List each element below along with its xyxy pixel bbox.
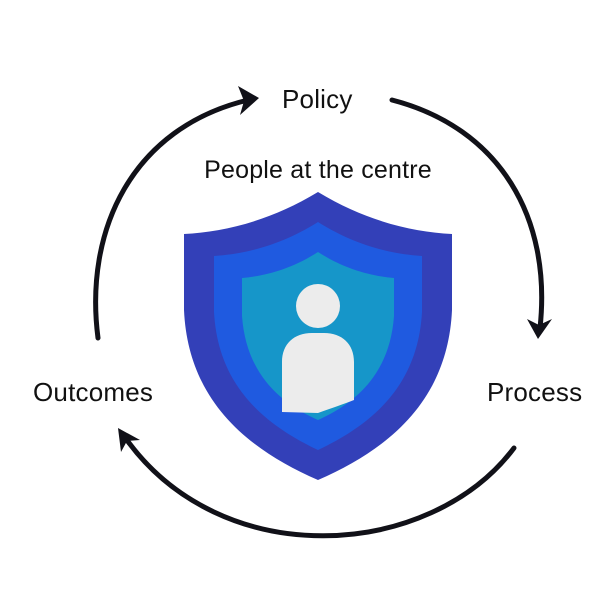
arrow-outcomes-to-policy [93, 97, 251, 341]
arrowhead-policy [238, 86, 259, 115]
arrow-process-to-outcomes [121, 433, 517, 539]
person-head [296, 284, 340, 328]
arrow-policy-to-process [389, 97, 545, 331]
arrowhead-process [527, 319, 552, 339]
outcomes-label: Outcomes [33, 377, 154, 407]
arrowhead-outcomes [118, 428, 140, 452]
person-body [282, 333, 354, 413]
center-caption: People at the centre [204, 156, 432, 184]
shield-icon [184, 192, 452, 480]
person-icon [282, 284, 354, 413]
policy-label: Policy [282, 84, 353, 114]
process-label: Process [487, 377, 583, 407]
